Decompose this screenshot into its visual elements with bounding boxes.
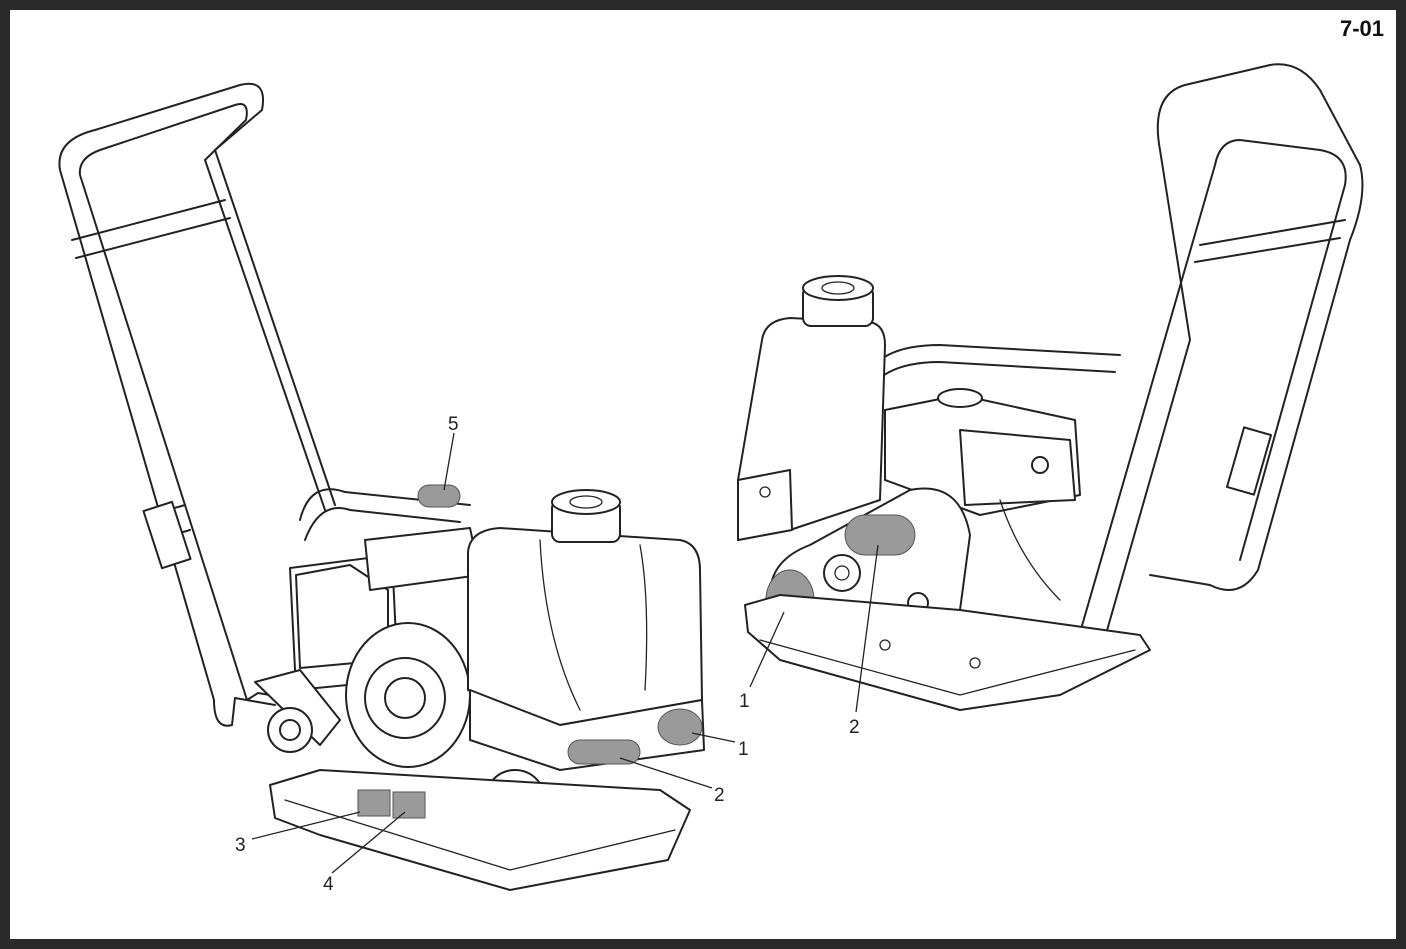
leader-left-1	[691, 732, 736, 743]
leader-right-2	[855, 544, 879, 713]
leader-left-5	[443, 432, 455, 491]
left-water-tank	[467, 489, 705, 771]
leader-left-2	[619, 757, 713, 789]
leader-left-3	[251, 811, 361, 840]
callout-left-5: 5	[448, 414, 459, 435]
left-decal-5	[417, 484, 461, 508]
callout-left-2: 2	[714, 785, 725, 806]
right-base-plate	[744, 594, 1151, 711]
left-decal-1	[657, 708, 703, 746]
left-compactor	[58, 82, 705, 891]
callout-left-1: 1	[738, 739, 749, 760]
right-compactor	[737, 63, 1364, 711]
left-decal-3	[357, 789, 391, 817]
callout-left-4: 4	[323, 874, 334, 895]
left-base-plate	[269, 769, 691, 891]
figure-panel	[10, 10, 1396, 939]
callout-right-2: 2	[849, 717, 860, 738]
right-water-tank	[737, 275, 886, 541]
figure-id: 7-01	[1339, 16, 1384, 41]
left-decal-4	[392, 791, 426, 819]
left-handle	[58, 82, 471, 727]
right-decal-2	[844, 514, 916, 556]
leader-left-4	[331, 811, 406, 874]
callout-left-3: 3	[235, 835, 246, 856]
right-engine	[884, 388, 1081, 601]
left-engine	[254, 527, 481, 768]
leader-right-1	[749, 611, 785, 688]
callout-right-1: 1	[739, 691, 750, 712]
